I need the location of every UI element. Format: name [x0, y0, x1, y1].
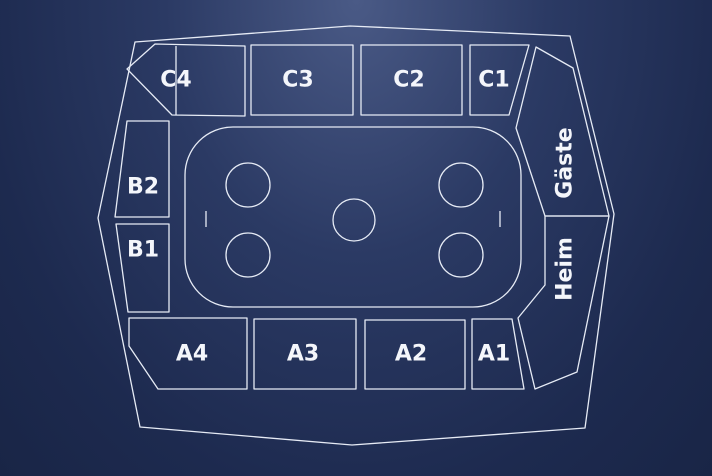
center-circle: [332, 198, 376, 242]
ice-rink: [184, 126, 522, 308]
block-b1[interactable]: [115, 223, 170, 313]
block-c3[interactable]: [250, 44, 354, 116]
block-a4[interactable]: [128, 317, 248, 390]
block-a1[interactable]: [471, 318, 525, 390]
faceoff-circle-bottom-left: [225, 232, 271, 278]
block-a3[interactable]: [253, 318, 357, 390]
block-gaeste[interactable]: [515, 46, 610, 217]
block-c4[interactable]: [126, 43, 246, 117]
block-heim[interactable]: [517, 215, 610, 390]
block-c2[interactable]: [360, 44, 463, 116]
block-c1[interactable]: [469, 44, 530, 116]
faceoff-circle-top-left: [225, 162, 271, 208]
block-b2[interactable]: [114, 120, 170, 218]
faceoff-circle-bottom-right: [438, 232, 484, 278]
rink-boards: [184, 126, 522, 308]
block-a2[interactable]: [364, 319, 466, 390]
faceoff-circle-top-right: [438, 162, 484, 208]
arena-outline: [97, 25, 615, 446]
